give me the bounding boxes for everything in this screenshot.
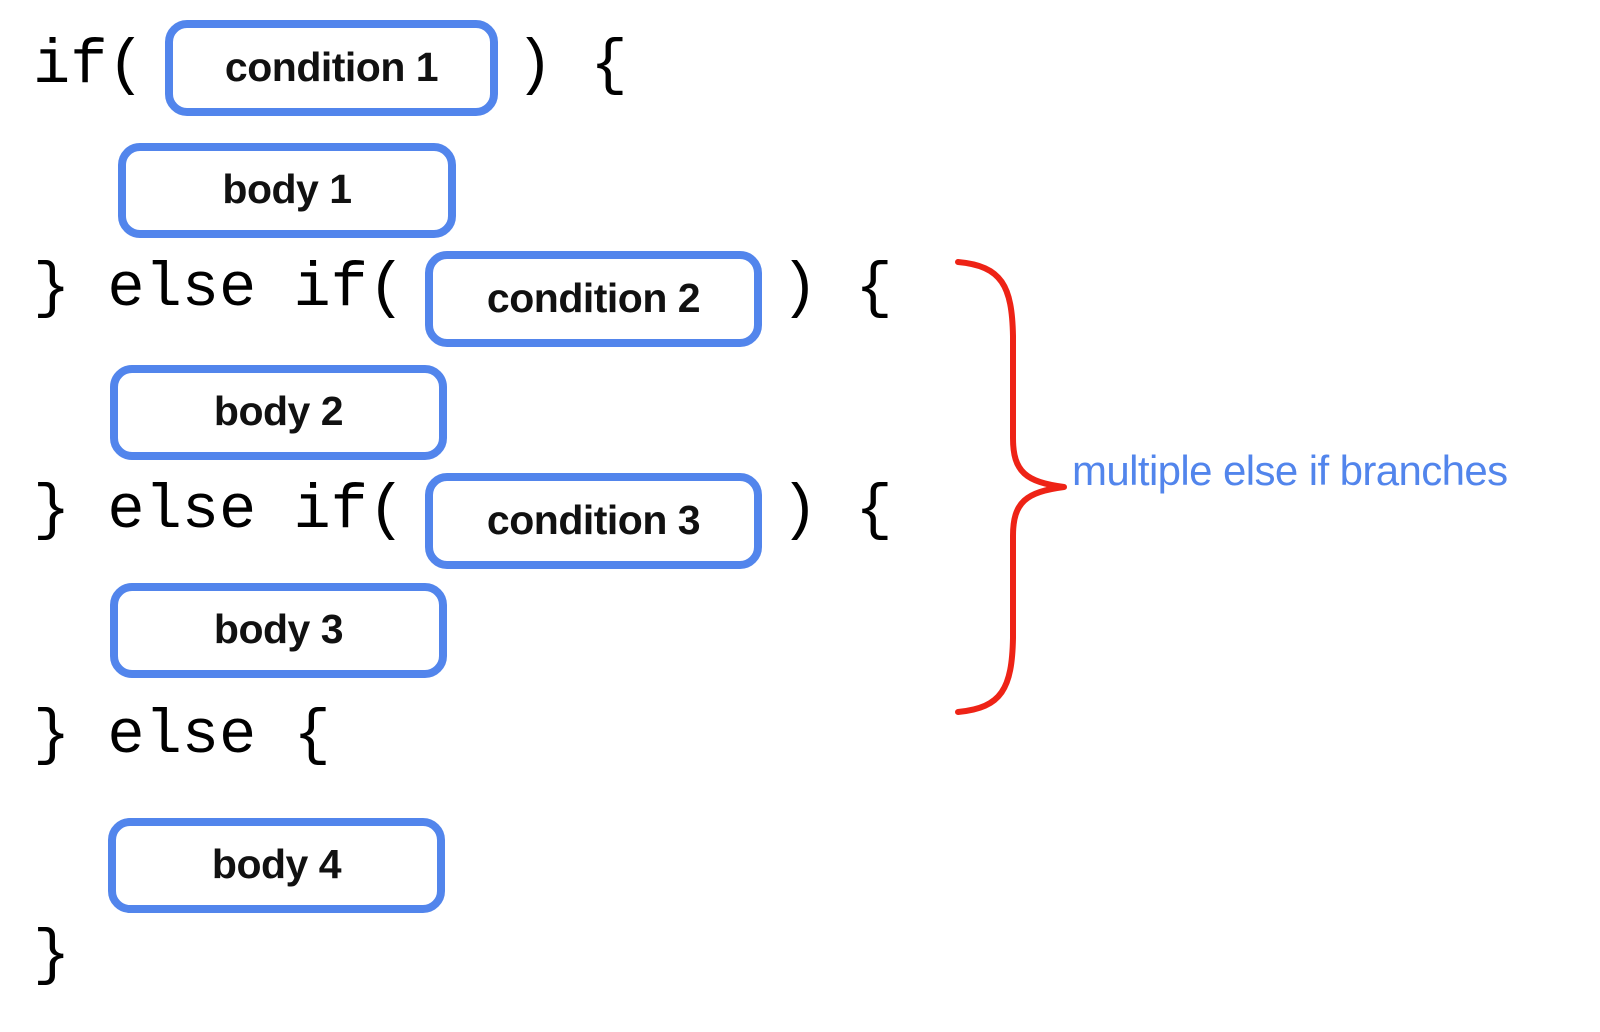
body-3-box[interactable]: body 3: [110, 583, 447, 678]
body-4-label: body 4: [211, 841, 342, 887]
condition-3-label: condition 3: [486, 496, 701, 543]
condition-1-box[interactable]: condition 1: [165, 20, 498, 116]
code-elseif2-close: ) {: [781, 475, 893, 546]
condition-2-box[interactable]: condition 2: [425, 251, 762, 347]
code-elseif1-close: ) {: [781, 253, 893, 324]
code-if-open: if(: [33, 30, 145, 101]
code-if-close: ) {: [516, 30, 628, 101]
condition-2-label: condition 2: [486, 274, 701, 321]
code-end: }: [33, 920, 71, 991]
body-2-box[interactable]: body 2: [110, 365, 447, 460]
condition-3-box[interactable]: condition 3: [425, 473, 762, 569]
annotation-label: multiple else if branches: [1072, 447, 1508, 494]
code-elseif2-open: } else if(: [33, 475, 406, 546]
code-else: } else {: [33, 700, 331, 771]
code-elseif1-open: } else if(: [33, 253, 406, 324]
body-4-box[interactable]: body 4: [108, 818, 445, 913]
body-3-label: body 3: [213, 606, 344, 652]
body-1-box[interactable]: body 1: [118, 143, 456, 238]
condition-1-label: condition 1: [224, 43, 439, 90]
body-1-label: body 1: [222, 166, 352, 212]
body-2-label: body 2: [213, 388, 344, 434]
